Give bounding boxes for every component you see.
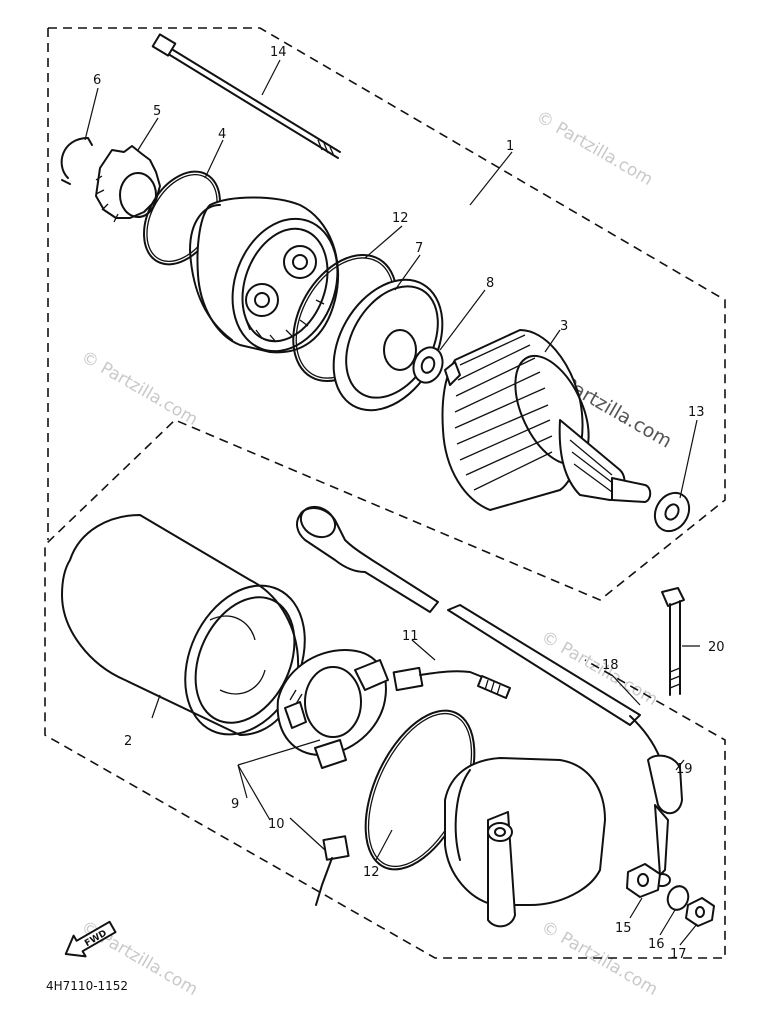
starter-cable bbox=[629, 715, 683, 887]
lead-wire bbox=[392, 666, 511, 699]
callout-label: 15 bbox=[615, 921, 632, 936]
watermark: © Partzilla.com bbox=[78, 347, 202, 430]
rear-cover bbox=[444, 757, 606, 928]
callout-label: 9 bbox=[231, 797, 239, 812]
callout-label: 7 bbox=[415, 241, 423, 256]
callout-label: 5 bbox=[153, 104, 161, 119]
callout-label: 14 bbox=[270, 45, 287, 60]
through-bolt bbox=[151, 33, 341, 159]
nut bbox=[626, 863, 661, 898]
callout-label: 2 bbox=[124, 734, 132, 749]
bolt bbox=[661, 587, 685, 696]
washer bbox=[412, 346, 444, 384]
washer bbox=[653, 491, 691, 533]
callout-label: 12 bbox=[363, 865, 380, 880]
callout-label: 10 bbox=[268, 817, 285, 832]
callout-label: 20 bbox=[708, 640, 725, 655]
part-code: 4H7110-1152 bbox=[46, 979, 128, 993]
callout-label: 12 bbox=[392, 211, 409, 226]
brush bbox=[315, 835, 350, 906]
callouts: 1 2 3 4 5 6 7 8 9 10 11 12 12 13 14 15 1… bbox=[93, 45, 725, 962]
washer bbox=[666, 885, 690, 911]
callout-label: 3 bbox=[560, 319, 568, 334]
plunger-rod bbox=[296, 505, 641, 726]
callout-label: 1 bbox=[506, 139, 514, 154]
callout-label: 11 bbox=[402, 629, 419, 644]
nut bbox=[685, 897, 715, 927]
callout-label: 17 bbox=[670, 947, 687, 962]
assembly-outline bbox=[44, 27, 726, 959]
pinion-gear bbox=[95, 145, 161, 223]
callout-label: 18 bbox=[602, 658, 619, 673]
leader-lines bbox=[84, 59, 700, 946]
callout-label: 19 bbox=[676, 762, 693, 777]
callout-label: 6 bbox=[93, 73, 101, 88]
armature bbox=[441, 329, 652, 511]
watermark: © Partzilla.com bbox=[533, 107, 657, 190]
callout-label: 13 bbox=[688, 405, 705, 420]
brush-holder bbox=[276, 649, 389, 769]
callout-label: 8 bbox=[486, 276, 494, 291]
callout-label: 16 bbox=[648, 937, 665, 952]
circlip bbox=[60, 137, 93, 185]
front-cover bbox=[189, 196, 340, 354]
callout-label: 4 bbox=[218, 127, 226, 142]
